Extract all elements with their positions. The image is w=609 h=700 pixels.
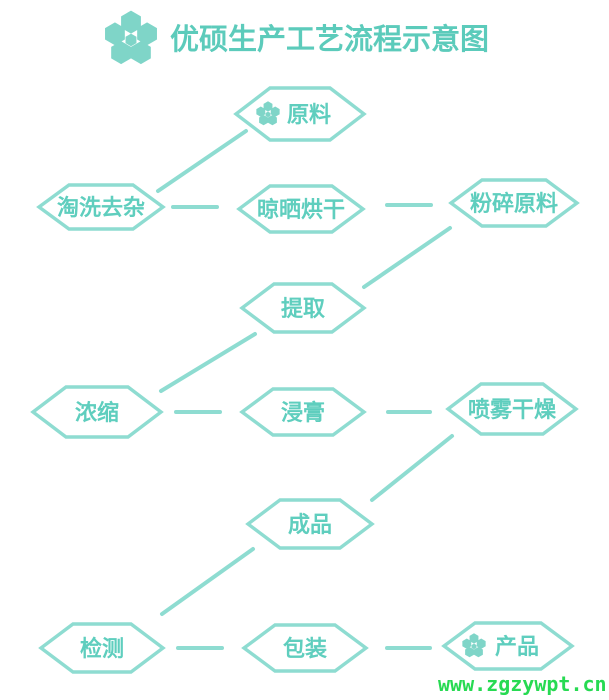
hexagon-shape bbox=[241, 623, 369, 673]
node-label: 检测 bbox=[80, 636, 124, 662]
hexagon-shape bbox=[239, 387, 367, 437]
node-product: 产品 bbox=[441, 621, 575, 671]
hexagon-shape bbox=[239, 282, 367, 334]
hexagon-shape bbox=[236, 184, 366, 234]
node-raw-material: 原料 bbox=[233, 86, 367, 142]
node-extraction: 提取 bbox=[239, 282, 367, 334]
node-spray-drying: 喷雾干燥 bbox=[445, 382, 579, 436]
node-washing-impurity-removal: 淘洗去杂 bbox=[36, 183, 166, 231]
hexagon-shape bbox=[445, 382, 579, 436]
node-label: 晾晒烘干 bbox=[257, 197, 345, 223]
node-label: 浓缩 bbox=[75, 400, 119, 426]
node-concentration: 浓缩 bbox=[30, 385, 164, 439]
node-label: 浸膏 bbox=[281, 400, 325, 426]
connector-finished-to-inspect bbox=[160, 547, 255, 616]
connector-raw-to-wash bbox=[156, 129, 248, 193]
node-label: 包装 bbox=[283, 636, 327, 662]
hexagon-shape bbox=[233, 86, 367, 142]
node-label: 淘洗去杂 bbox=[57, 195, 145, 221]
logo-hexagon-flower-icon bbox=[105, 11, 157, 65]
connector-crush-to-extract bbox=[362, 226, 452, 289]
watermark: www.zgzywpt.cn bbox=[438, 672, 607, 696]
node-sun-drying-baking: 晾晒烘干 bbox=[236, 184, 366, 234]
node-packaging: 包装 bbox=[241, 623, 369, 673]
page-title: 优硕生产工艺流程示意图 bbox=[170, 22, 489, 56]
node-label: 喷雾干燥 bbox=[468, 398, 557, 423]
node-label: 提取 bbox=[281, 296, 325, 322]
node-extract-paste: 浸膏 bbox=[239, 387, 367, 437]
connector-spraydry-to-finished bbox=[370, 434, 454, 502]
node-finished-product: 成品 bbox=[245, 498, 375, 550]
connector-extract-to-concentrate bbox=[159, 332, 257, 393]
node-crushing-raw-material: 粉碎原料 bbox=[448, 178, 580, 228]
header: 优硕生产工艺流程示意图 bbox=[105, 11, 489, 65]
node-label: 原料 bbox=[287, 103, 331, 128]
hexagon-shape bbox=[30, 385, 164, 439]
node-inspection: 检测 bbox=[38, 622, 166, 674]
hexagon-shape bbox=[448, 178, 580, 228]
node-label: 成品 bbox=[288, 513, 332, 538]
hexagon-shape bbox=[38, 622, 166, 674]
node-label: 粉碎原料 bbox=[470, 191, 558, 217]
hexagon-shape bbox=[245, 498, 375, 550]
hexagon-shape bbox=[36, 183, 166, 231]
node-label: 产品 bbox=[495, 635, 539, 660]
